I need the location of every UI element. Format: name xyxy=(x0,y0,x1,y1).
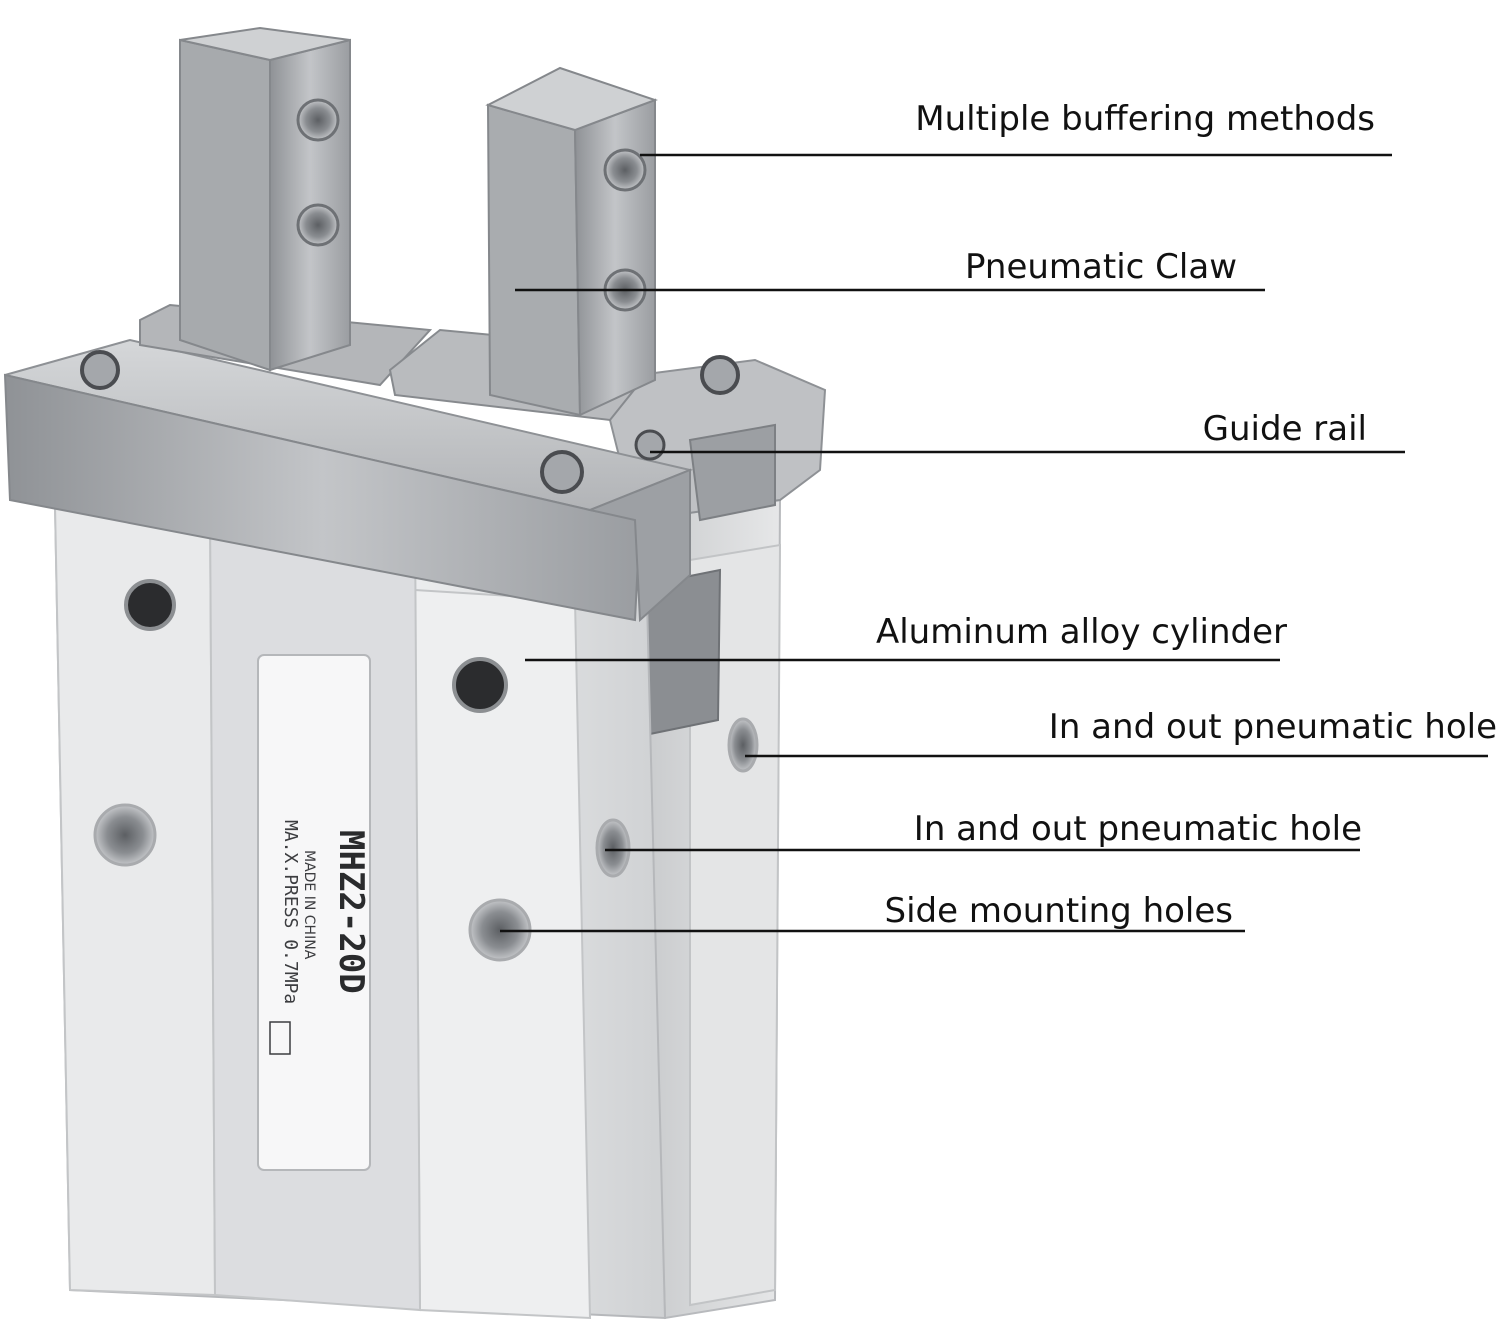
left-finger-side xyxy=(179,38,271,372)
product-label-text: MHZ2-20D xyxy=(331,830,371,994)
guide-rail-slot xyxy=(688,423,776,522)
callout-cylinder: Aluminum alloy cylinder xyxy=(525,612,1287,662)
callouts: Multiple buffering methods Pneumatic Cla… xyxy=(500,99,1497,933)
plug-upper-right xyxy=(452,657,508,713)
callout-label: In and out pneumatic hole xyxy=(914,809,1362,849)
label-symbol xyxy=(269,1021,291,1055)
finger-hole-1 xyxy=(296,98,340,142)
right-finger-top xyxy=(485,66,658,132)
finger-hole-3 xyxy=(603,148,647,192)
left-finger-top xyxy=(179,26,351,62)
screw-front-left xyxy=(80,350,120,390)
pneumatic-port-lower xyxy=(595,818,631,878)
callout-label: Guide rail xyxy=(1203,409,1367,449)
right-finger-side xyxy=(486,103,582,417)
callout-label: Multiple buffering methods xyxy=(915,99,1375,139)
right-finger-front xyxy=(573,98,656,417)
finger-hole-2 xyxy=(296,203,340,247)
product-label-plate xyxy=(257,654,371,1171)
top-plate-end xyxy=(586,468,691,623)
callout-claw: Pneumatic Claw xyxy=(515,247,1265,292)
model-number: MHZ2-20D xyxy=(331,830,371,994)
plug-upper-left xyxy=(124,579,176,631)
screw-rail xyxy=(634,429,666,461)
left-finger-front xyxy=(269,38,351,372)
callout-label: Aluminum alloy cylinder xyxy=(876,612,1287,652)
pneumatic-port-upper xyxy=(727,717,759,773)
gripper-illustration: MHZ2-20D MADE IN CHINA MA.X.PRESS 0.7MPa xyxy=(3,26,827,1320)
screw-front-right xyxy=(540,450,584,494)
callout-buffering: Multiple buffering methods xyxy=(640,99,1392,157)
callout-port-lower: In and out pneumatic hole xyxy=(605,809,1362,852)
screw-rear xyxy=(700,355,740,395)
callout-side-holes: Side mounting holes xyxy=(500,891,1245,933)
pressure-text: MA.X.PRESS 0.7MPa xyxy=(280,820,301,1004)
callout-port-upper: In and out pneumatic hole xyxy=(745,707,1497,758)
callout-label: In and out pneumatic hole xyxy=(1049,707,1497,747)
callout-label: Side mounting holes xyxy=(885,891,1234,931)
callout-guide-rail: Guide rail xyxy=(650,409,1405,454)
mounting-hole-left xyxy=(93,803,157,867)
callout-label: Pneumatic Claw xyxy=(965,247,1237,287)
origin-text: MADE IN CHINA xyxy=(301,850,317,960)
